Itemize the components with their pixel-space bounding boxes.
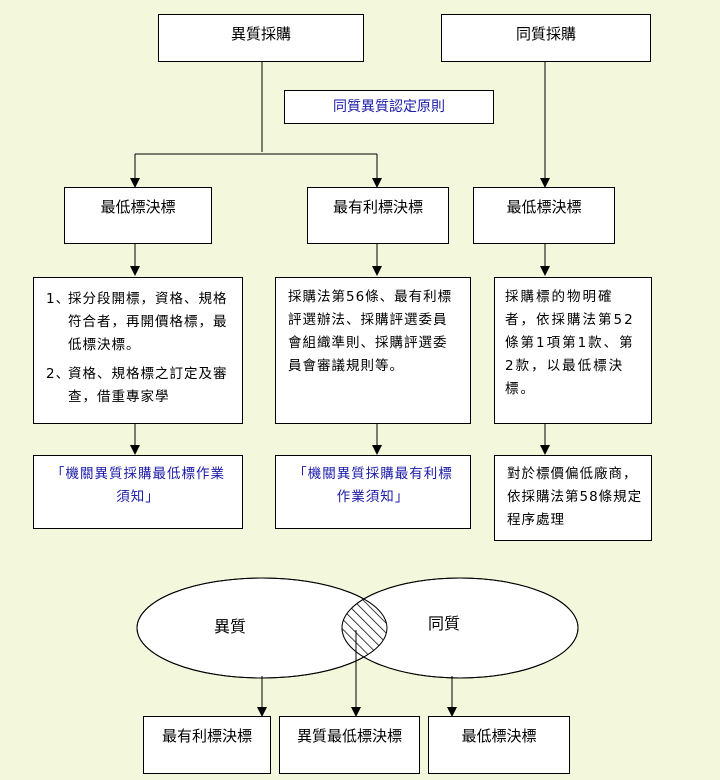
detail-item-2-text: 資格、規格標之訂定及審查，借重專家學 bbox=[68, 366, 228, 405]
venn-label-homo: 同質 bbox=[416, 606, 536, 642]
lowest-bid-box-right: 最低標決標 bbox=[473, 187, 615, 244]
hetero-advantageous-guideline-box: 「機關異質採購最有利標作業須知」 bbox=[275, 455, 471, 529]
bottom-hetero-lowest-label: 異質最低標決標 bbox=[296, 727, 402, 745]
hetero-procurement-label: 異質採購 bbox=[230, 25, 291, 43]
hetero-procurement-box: 異質採購 bbox=[158, 14, 364, 62]
bottom-lowest-label: 最低標決標 bbox=[461, 727, 537, 745]
homo-detail-text: 採購標的物明確者，依採購法第52條第1項第1款、第2款，以最低標決標。 bbox=[505, 289, 635, 397]
lowest-bid-label-right: 最低標決標 bbox=[506, 198, 582, 216]
most-advantageous-label: 最有利標決標 bbox=[332, 198, 423, 216]
hetero-advantageous-guideline-text: 「機關異質採購最有利標作業須知」 bbox=[293, 466, 453, 505]
detail-item-1-text: 採分段開標，資格、規格符合者，再開價格標，最低標決標。 bbox=[68, 291, 228, 353]
lowest-bid-label-left: 最低標決標 bbox=[100, 198, 176, 216]
principle-label: 同質異質認定原則 bbox=[333, 99, 445, 115]
homo-detail-box: 採購標的物明確者，依採購法第52條第1項第1款、第2款，以最低標決標。 bbox=[494, 277, 652, 424]
venn-label-hetero: 異質 bbox=[206, 610, 278, 644]
hetero-lowest-guideline-text: 「機關異質採購最低標作業須知」 bbox=[51, 466, 225, 505]
hetero-lowest-guideline-box: 「機關異質採購最低標作業須知」 bbox=[33, 455, 243, 529]
detail-item-1-num: 1、 bbox=[46, 291, 71, 307]
most-advantageous-box: 最有利標決標 bbox=[307, 187, 449, 244]
low-price-handling-box: 對於標價偏低廠商，依採購法第58條規定程序處理 bbox=[494, 455, 652, 541]
bottom-most-advantageous-label: 最有利標決標 bbox=[161, 727, 252, 745]
hetero-detail-box: 1、 採分段開標，資格、規格符合者，再開價格標，最低標決標。 2、 資格、規格標… bbox=[33, 277, 243, 424]
lowest-bid-box-left: 最低標決標 bbox=[64, 187, 212, 244]
law-reference-box: 採購法第56條、最有利標評選辦法、採購評選委員會組織準則、採購評選委員會審議規則… bbox=[275, 277, 471, 424]
detail-item-2-num: 2、 bbox=[46, 366, 71, 382]
venn-label-homo-text: 同質 bbox=[428, 614, 461, 633]
low-price-handling-text: 對於標價偏低廠商，依採購法第58條規定程序處理 bbox=[507, 466, 643, 528]
detail-item-1: 1、 採分段開標，資格、規格符合者，再開價格標，最低標決標。 bbox=[46, 288, 232, 357]
principle-box: 同質異質認定原則 bbox=[284, 90, 494, 124]
homo-procurement-label: 同質採購 bbox=[515, 25, 576, 43]
homo-procurement-box: 同質採購 bbox=[441, 14, 651, 62]
venn-label-hetero-text: 異質 bbox=[214, 617, 247, 636]
bottom-most-advantageous-box: 最有利標決標 bbox=[143, 716, 271, 774]
bottom-hetero-lowest-box: 異質最低標決標 bbox=[279, 716, 420, 774]
detail-item-2: 2、 資格、規格標之訂定及審查，借重專家學 bbox=[46, 363, 232, 409]
bottom-lowest-box: 最低標決標 bbox=[428, 716, 570, 774]
law-reference-text: 採購法第56條、最有利標評選辦法、採購評選委員會組織準則、採購評選委員會審議規則… bbox=[288, 289, 453, 374]
